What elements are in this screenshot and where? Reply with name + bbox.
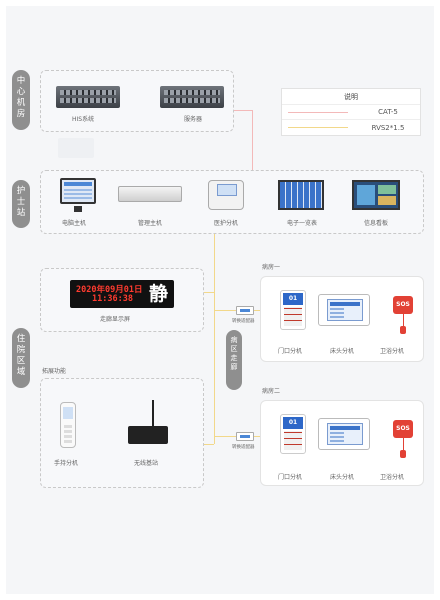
info-board-icon — [352, 180, 400, 210]
handheld-icon — [60, 402, 76, 448]
corridor-led-display: 2020年09月01日 11:36:38 静 — [70, 280, 174, 308]
zone-label-nurse: 护士站 — [12, 180, 30, 228]
list-caption: 电子一览表 — [287, 220, 318, 227]
room1-adapter-icon — [236, 306, 254, 315]
legend-row-rvs: RVS2*1.5 — [282, 120, 420, 135]
electronic-list-icon — [278, 180, 324, 210]
room2-wc-caption: 卫浴分机 — [380, 474, 405, 481]
room2-sos-cord — [403, 438, 404, 452]
server-caption: 服务器 — [184, 116, 203, 123]
room1-door-number: 01 — [283, 293, 303, 305]
nurse-extension-icon — [208, 180, 244, 210]
room2-door-caption: 门口分机 — [278, 474, 303, 481]
room1-sos-button: SOS — [393, 296, 413, 314]
led-caption: 走廊显示屏 — [100, 316, 131, 323]
room2-adapter-caption: 转换适配器 — [232, 445, 255, 450]
extension-caption: 医护分机 — [214, 220, 239, 227]
antenna-icon — [152, 400, 154, 428]
room2-bed-caption: 床头分机 — [330, 474, 355, 481]
room1-door-unit: 01 — [280, 290, 306, 330]
room2-sos-knob — [400, 450, 406, 458]
handheld-caption: 手持分机 — [54, 460, 79, 467]
led-time: 11:36:38 — [92, 294, 133, 304]
room1-wc-caption: 卫浴分机 — [380, 348, 405, 355]
base-caption: 无线基站 — [134, 460, 159, 467]
faded-device — [58, 138, 94, 158]
manager-caption: 管理主机 — [138, 220, 163, 227]
rvs-trunk — [214, 234, 215, 444]
zone-label-central: 中心机房 — [12, 70, 30, 130]
main-server — [160, 86, 224, 108]
rvs-to-expand — [204, 444, 214, 445]
room1-bed-unit — [318, 294, 370, 326]
legend-box: 说明 CAT-5 RVS2*1.5 — [281, 88, 421, 136]
legend-swatch-rvs — [288, 127, 348, 128]
room2-bed-unit — [318, 418, 370, 450]
board-caption: 信息看板 — [364, 220, 389, 227]
room2-title: 病房二 — [262, 388, 281, 395]
room1-adapter-caption: 转换适配器 — [232, 319, 255, 324]
pc-stand — [74, 206, 82, 212]
led-quiet-sign: 静 — [148, 283, 168, 305]
room2-adapter-icon — [236, 432, 254, 441]
zone-label-corridor: 病区走廊 — [226, 330, 242, 390]
room2-sos-button: SOS — [393, 420, 413, 438]
legend-label-rvs: RVS2*1.5 — [371, 123, 405, 132]
led-date: 2020年09月01日 — [76, 285, 143, 295]
legend-label-cat5: CAT-5 — [378, 108, 398, 116]
room1-title: 病房一 — [262, 264, 281, 271]
manager-host-icon — [118, 186, 182, 202]
cat5-link-h — [234, 110, 252, 111]
room1-bed-caption: 床头分机 — [330, 348, 355, 355]
legend-title: 说明 — [282, 89, 420, 105]
his-server — [56, 86, 120, 108]
room2-door-unit: 01 — [280, 414, 306, 454]
legend-row-cat5: CAT-5 — [282, 105, 420, 120]
room2-door-number: 01 — [283, 417, 303, 429]
expand-title: 拓展功能 — [42, 368, 67, 375]
cat5-link-v — [252, 110, 253, 170]
room1-sos-cord — [403, 314, 404, 328]
pc-host-icon — [60, 178, 96, 204]
room1-sos-knob — [400, 326, 406, 334]
his-caption: HIS系统 — [72, 116, 95, 123]
legend-swatch-cat5 — [288, 111, 348, 113]
base-station-icon — [128, 426, 168, 444]
rvs-to-led — [204, 292, 214, 293]
room1-door-caption: 门口分机 — [278, 348, 303, 355]
pc-caption: 电脑主机 — [62, 220, 87, 227]
zone-label-ward: 住院区域 — [12, 328, 30, 388]
